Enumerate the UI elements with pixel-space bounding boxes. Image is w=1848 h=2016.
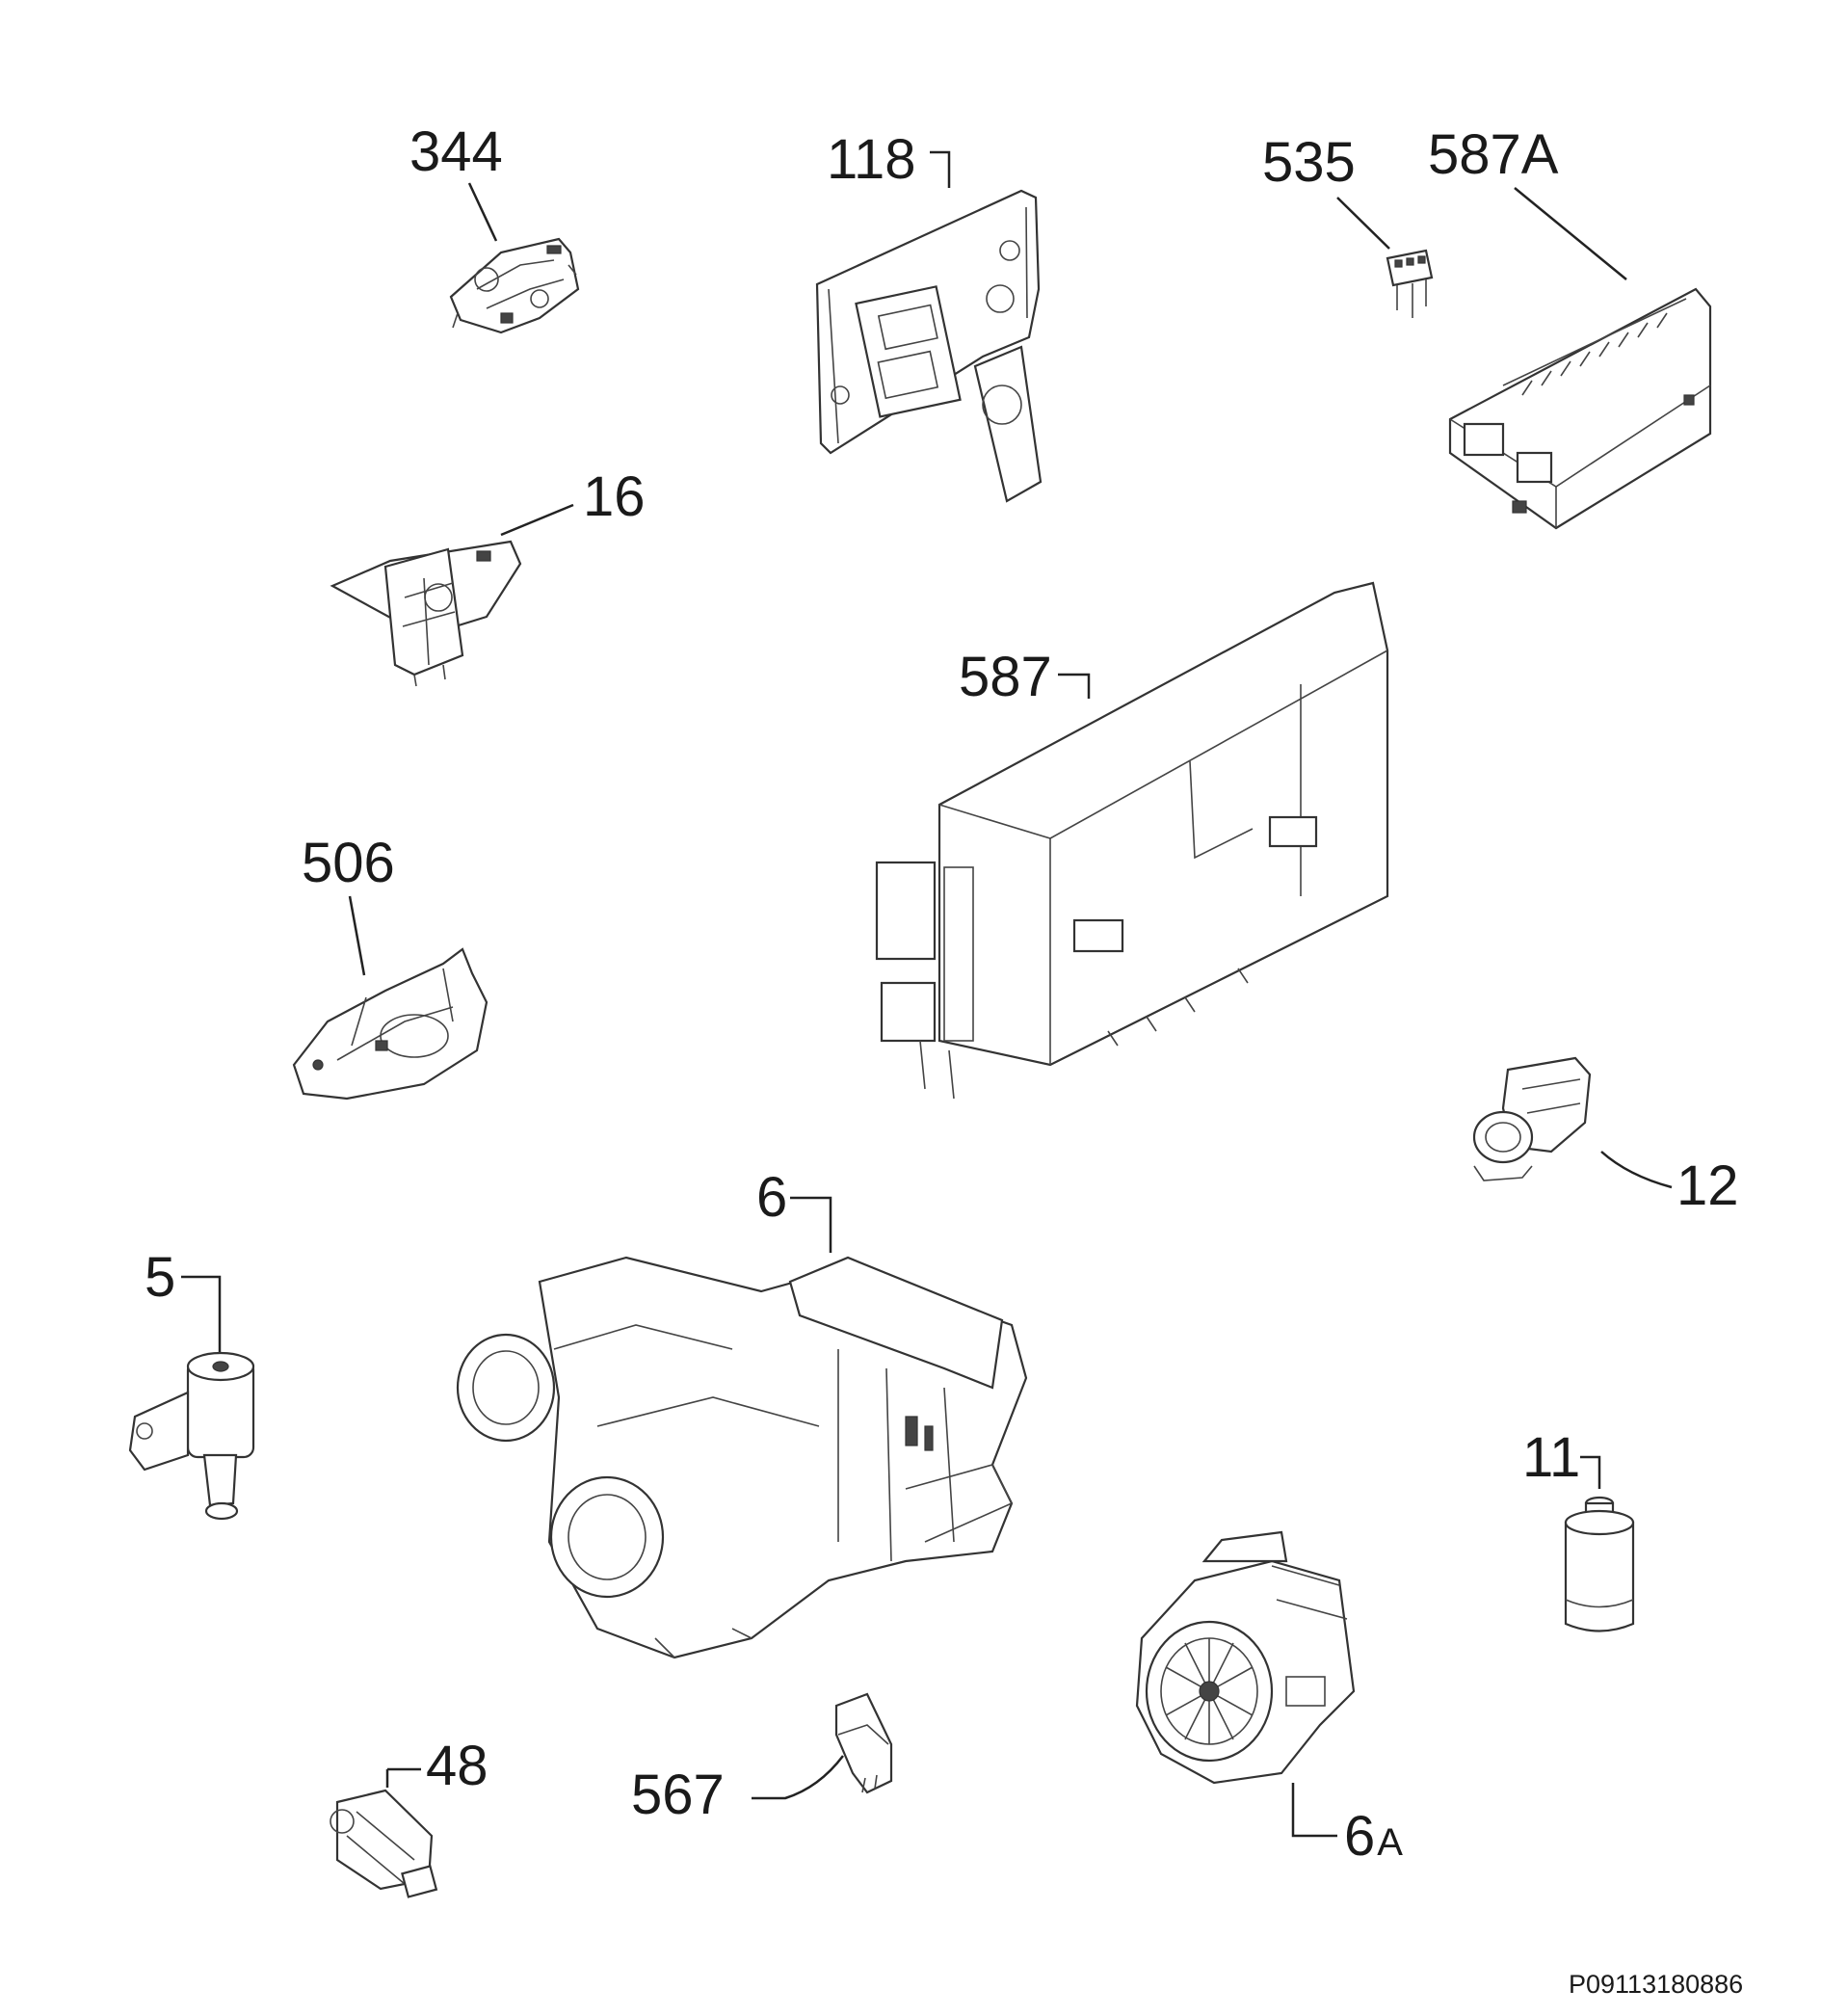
- part-drawing-6: [456, 1256, 1028, 1659]
- part-16[interactable]: 16: [330, 465, 646, 687]
- leader-line-567: [752, 1755, 844, 1800]
- leader-hook-6: [790, 1196, 832, 1253]
- part-label-587A: 587A: [1428, 123, 1559, 186]
- leader-line-535: [1336, 197, 1390, 250]
- leader-hook-11: [1580, 1455, 1601, 1489]
- part-label-587: 587: [959, 646, 1052, 708]
- leader-hook-118: [930, 150, 951, 188]
- part-6A[interactable]: 6A: [1135, 1530, 1403, 1868]
- part-label-6: 6: [756, 1166, 787, 1229]
- part-11[interactable]: 11: [1522, 1426, 1635, 1632]
- part-drawing-535: [1386, 249, 1434, 318]
- part-label-118: 118: [827, 128, 915, 191]
- part-drawing-344: [449, 237, 580, 334]
- part-drawing-118: [815, 189, 1043, 503]
- part-label-11: 11: [1522, 1426, 1580, 1489]
- leader-hook-5: [181, 1275, 222, 1359]
- part-587A[interactable]: 587A: [1428, 123, 1712, 530]
- part-drawing-48: [330, 1789, 438, 1898]
- part-label-6A: 6A: [1344, 1805, 1403, 1868]
- part-drawing-587: [875, 581, 1389, 1100]
- part-12[interactable]: 12: [1472, 1056, 1739, 1217]
- part-535[interactable]: 535: [1262, 131, 1434, 318]
- part-118[interactable]: 118: [815, 128, 1043, 503]
- part-label-5: 5: [145, 1246, 175, 1309]
- part-drawing-16: [330, 540, 522, 687]
- part-6[interactable]: 6: [456, 1166, 1028, 1659]
- leader-line-587A: [1514, 187, 1627, 280]
- part-drawing-11: [1564, 1496, 1635, 1632]
- leader-line-12: [1600, 1151, 1673, 1189]
- part-drawing-12: [1472, 1056, 1592, 1181]
- part-label-6A-suffix: A: [1377, 1821, 1403, 1864]
- leader-hook-6A: [1291, 1783, 1337, 1838]
- part-label-16: 16: [583, 465, 646, 528]
- part-label-48: 48: [426, 1735, 488, 1797]
- part-label-6A-number: 6: [1344, 1805, 1375, 1868]
- drawing-code: P09113180886: [1569, 1970, 1743, 1999]
- part-drawing-506: [292, 947, 488, 1101]
- part-48[interactable]: 48: [330, 1735, 488, 1898]
- leader-line-16: [500, 503, 574, 537]
- part-567[interactable]: 567: [631, 1692, 893, 1826]
- part-label-506: 506: [302, 832, 395, 894]
- leader-line-506: [348, 895, 366, 976]
- part-344[interactable]: 344: [409, 120, 580, 334]
- part-label-344: 344: [409, 120, 503, 183]
- part-label-12: 12: [1676, 1154, 1739, 1217]
- leader-hook-48: [385, 1767, 421, 1788]
- part-drawing-567: [834, 1692, 893, 1794]
- part-5[interactable]: 5: [128, 1246, 255, 1521]
- part-587[interactable]: 587: [875, 581, 1389, 1100]
- part-506[interactable]: 506: [292, 832, 488, 1101]
- part-label-567: 567: [631, 1764, 725, 1826]
- leader-hook-587: [1058, 673, 1091, 699]
- leader-line-344: [467, 182, 498, 242]
- part-drawing-6A: [1135, 1530, 1356, 1785]
- part-label-535: 535: [1262, 131, 1356, 194]
- part-drawing-587A: [1448, 287, 1712, 530]
- part-drawing-5: [128, 1351, 255, 1521]
